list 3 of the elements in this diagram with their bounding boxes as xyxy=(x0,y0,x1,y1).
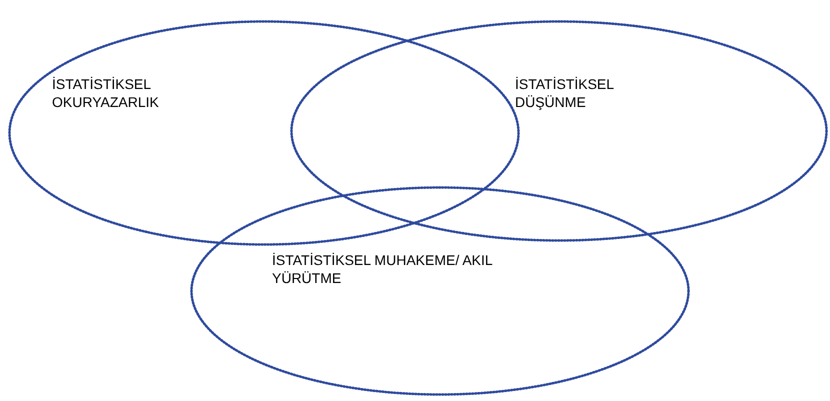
set-label: İSTATİSTİKSEL OKURYAZARLIK xyxy=(52,75,160,111)
set-label: İSTATİSTİKSEL MUHAKEME/ AKIL YÜRÜTME xyxy=(272,251,494,287)
set-label: İSTATİSTİKSEL DÜŞÜNME xyxy=(515,75,615,111)
